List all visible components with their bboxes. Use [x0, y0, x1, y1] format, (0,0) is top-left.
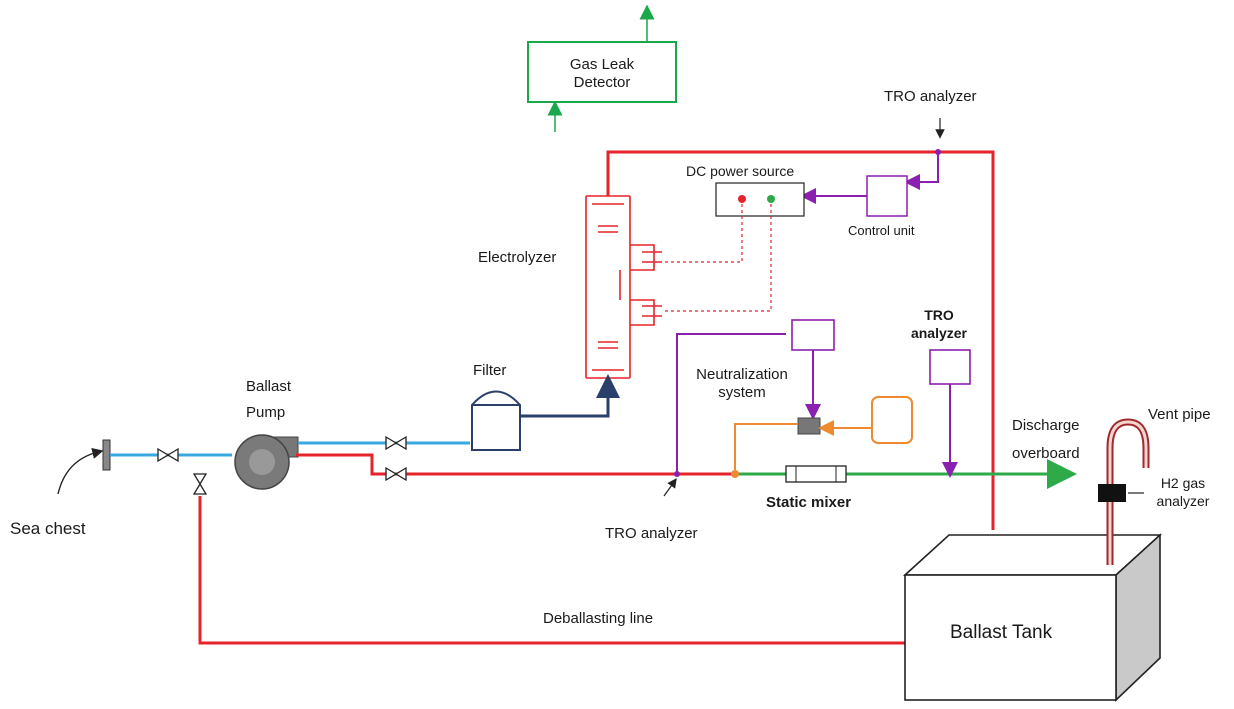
neutralization-system-label: Neutralization system	[696, 366, 788, 401]
discharge-overboard-label: Discharge overboard	[1012, 417, 1080, 462]
seawater-lines	[110, 435, 470, 463]
control-unit-box	[866, 175, 908, 217]
treated-water-top-line	[606, 118, 995, 530]
ballast-tank-label: Ballast Tank	[950, 622, 1053, 643]
filter-label: Filter	[473, 362, 507, 379]
deballasting-line	[198, 496, 905, 645]
static-mixer-label: Static mixer	[766, 494, 852, 511]
ballast-pump-label: Ballast Pump	[246, 378, 292, 421]
deballasting-line-label: Deballasting line	[543, 610, 654, 627]
gas-leak-detector-label: Gas Leak Detector	[569, 56, 635, 91]
deballasting-valve	[192, 473, 208, 495]
dc-power-source	[662, 182, 805, 312]
vent-pipe	[1098, 418, 1150, 565]
vent-pipe-label: Vent pipe	[1148, 406, 1211, 423]
dc-power-source-label: DC power source	[686, 163, 795, 179]
ballast-tank	[902, 533, 1163, 702]
filter	[471, 374, 620, 451]
main-treated-line	[296, 453, 735, 497]
tro-analyzer-right	[929, 349, 971, 478]
electrolyzer-label: Electrolyzer	[478, 249, 557, 266]
control-unit-label: Control unit	[848, 223, 915, 238]
sea-chest-label: Sea chest	[10, 519, 86, 538]
discharge-line	[731, 459, 1077, 489]
ballast-pump	[234, 434, 299, 490]
neutralization-system	[676, 319, 913, 474]
tro-analyzer-right-label: TRO analyzer	[910, 307, 968, 341]
control-signal-lines	[800, 152, 939, 204]
gas-leak-detector	[527, 4, 677, 132]
tro-analyzer-bottom-label: TRO analyzer	[605, 525, 698, 542]
tro-analyzer-top-label: TRO analyzer	[884, 88, 977, 105]
sea-chest	[57, 439, 111, 495]
h2-gas-analyzer-label: H2 gas analyzer	[1156, 475, 1210, 509]
electrolyzer	[585, 195, 662, 379]
